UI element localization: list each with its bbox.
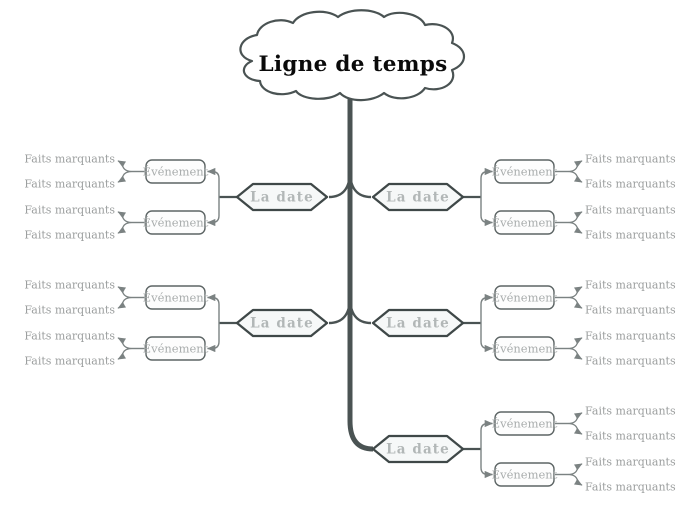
- fact-node[interactable]: Faits marquants: [585, 204, 676, 217]
- fact-node[interactable]: Faits marquants: [585, 405, 676, 418]
- fact-node[interactable]: Faits marquants: [585, 153, 676, 166]
- event-to-fact-connector: [554, 337, 583, 350]
- event-to-fact-connector: [554, 422, 583, 435]
- fact-node[interactable]: Faits marquants: [24, 304, 115, 317]
- event-to-fact-connector: [554, 221, 583, 234]
- event-box: [145, 159, 206, 184]
- event-label: Événement: [143, 342, 209, 356]
- fact-node[interactable]: Faits marquants: [585, 456, 676, 469]
- date-node[interactable]: La date: [371, 308, 465, 338]
- date-hexagon: [235, 182, 329, 212]
- event-label: Événement: [492, 165, 558, 179]
- root-title-label: Ligne de temps: [258, 52, 447, 77]
- date-label: La date: [386, 316, 450, 332]
- date-node[interactable]: La date: [371, 434, 465, 464]
- event-box: [494, 336, 555, 361]
- branch-left-top: La date Événement Faits marquants Faits …: [24, 153, 352, 242]
- event-box: [494, 462, 555, 487]
- event-node[interactable]: Événement: [492, 285, 558, 310]
- event-box: [145, 210, 206, 235]
- event-to-fact-connector: [554, 170, 583, 183]
- date-to-events-connector: [480, 419, 494, 479]
- event-to-fact-connector: [117, 347, 146, 360]
- date-node[interactable]: La date: [371, 182, 465, 212]
- trunk-branch-connector: [348, 170, 372, 199]
- event-label: Événement: [143, 165, 209, 179]
- event-to-fact-connector: [554, 473, 583, 486]
- date-node[interactable]: La date: [235, 182, 329, 212]
- date-to-events-connector: [206, 167, 220, 227]
- date-to-events-connector: [480, 293, 494, 353]
- event-node[interactable]: Événement: [143, 285, 209, 310]
- fact-node[interactable]: Faits marquants: [24, 178, 115, 191]
- event-box: [145, 285, 206, 310]
- event-to-fact-connector: [554, 463, 583, 476]
- event-node[interactable]: Événement: [492, 462, 558, 487]
- branch-left-bottom: La date Événement Faits marquants Faits …: [24, 279, 352, 368]
- date-node[interactable]: La date: [235, 308, 329, 338]
- event-node[interactable]: Événement: [492, 159, 558, 184]
- date-to-events-connector: [480, 167, 494, 227]
- event-label: Événement: [492, 216, 558, 230]
- event-label: Événement: [143, 291, 209, 305]
- event-box: [494, 210, 555, 235]
- event-node[interactable]: Événement: [492, 411, 558, 436]
- date-to-events-connector: [206, 293, 220, 353]
- branch-right-middle: La date Événement Faits marquants Faits …: [348, 279, 676, 368]
- event-to-fact-connector: [117, 221, 146, 234]
- date-hexagon: [371, 308, 465, 338]
- trunk-branch-connector: [328, 296, 352, 325]
- fact-node[interactable]: Faits marquants: [24, 153, 115, 166]
- date-label: La date: [386, 442, 450, 458]
- cloud-shape: [239, 9, 466, 102]
- event-label: Événement: [492, 291, 558, 305]
- branch-right-bottom: La date Événement Faits marquants Faits …: [371, 405, 676, 494]
- event-to-fact-connector: [554, 211, 583, 224]
- fact-node[interactable]: Faits marquants: [585, 229, 676, 242]
- fact-node[interactable]: Faits marquants: [585, 279, 676, 292]
- date-label: La date: [250, 316, 314, 332]
- branch-right-top: La date Événement Faits marquants Faits …: [348, 153, 676, 242]
- fact-node[interactable]: Faits marquants: [585, 481, 676, 494]
- fact-node[interactable]: Faits marquants: [24, 204, 115, 217]
- fact-node[interactable]: Faits marquants: [585, 330, 676, 343]
- fact-node[interactable]: Faits marquants: [585, 430, 676, 443]
- event-label: Événement: [492, 417, 558, 431]
- event-to-fact-connector: [554, 412, 583, 425]
- event-box: [145, 336, 206, 361]
- event-box: [494, 285, 555, 310]
- event-to-fact-connector: [554, 160, 583, 173]
- event-to-fact-connector: [554, 286, 583, 299]
- event-box: [494, 411, 555, 436]
- event-node[interactable]: Événement: [143, 210, 209, 235]
- fact-node[interactable]: Faits marquants: [24, 330, 115, 343]
- event-node[interactable]: Événement: [492, 336, 558, 361]
- event-label: Événement: [492, 342, 558, 356]
- date-hexagon: [371, 434, 465, 464]
- fact-node[interactable]: Faits marquants: [585, 304, 676, 317]
- event-label: Événement: [143, 216, 209, 230]
- fact-node[interactable]: Faits marquants: [585, 355, 676, 368]
- root-node[interactable]: Ligne de temps: [239, 9, 466, 102]
- trunk-branch-connector: [348, 296, 372, 325]
- fact-node[interactable]: Faits marquants: [24, 355, 115, 368]
- event-box: [494, 159, 555, 184]
- event-node[interactable]: Événement: [143, 336, 209, 361]
- date-hexagon: [235, 308, 329, 338]
- event-node[interactable]: Événement: [143, 159, 209, 184]
- date-label: La date: [386, 190, 450, 206]
- event-to-fact-connector: [117, 170, 146, 183]
- event-to-fact-connector: [554, 347, 583, 360]
- event-to-fact-connector: [117, 296, 146, 309]
- fact-node[interactable]: Faits marquants: [24, 229, 115, 242]
- fact-node[interactable]: Faits marquants: [585, 178, 676, 191]
- date-hexagon: [371, 182, 465, 212]
- trunk-line: [347, 93, 374, 452]
- date-label: La date: [250, 190, 314, 206]
- event-node[interactable]: Événement: [492, 210, 558, 235]
- fact-node[interactable]: Faits marquants: [24, 279, 115, 292]
- event-label: Événement: [492, 468, 558, 482]
- event-to-fact-connector: [554, 296, 583, 309]
- trunk-branch-connector: [328, 170, 352, 199]
